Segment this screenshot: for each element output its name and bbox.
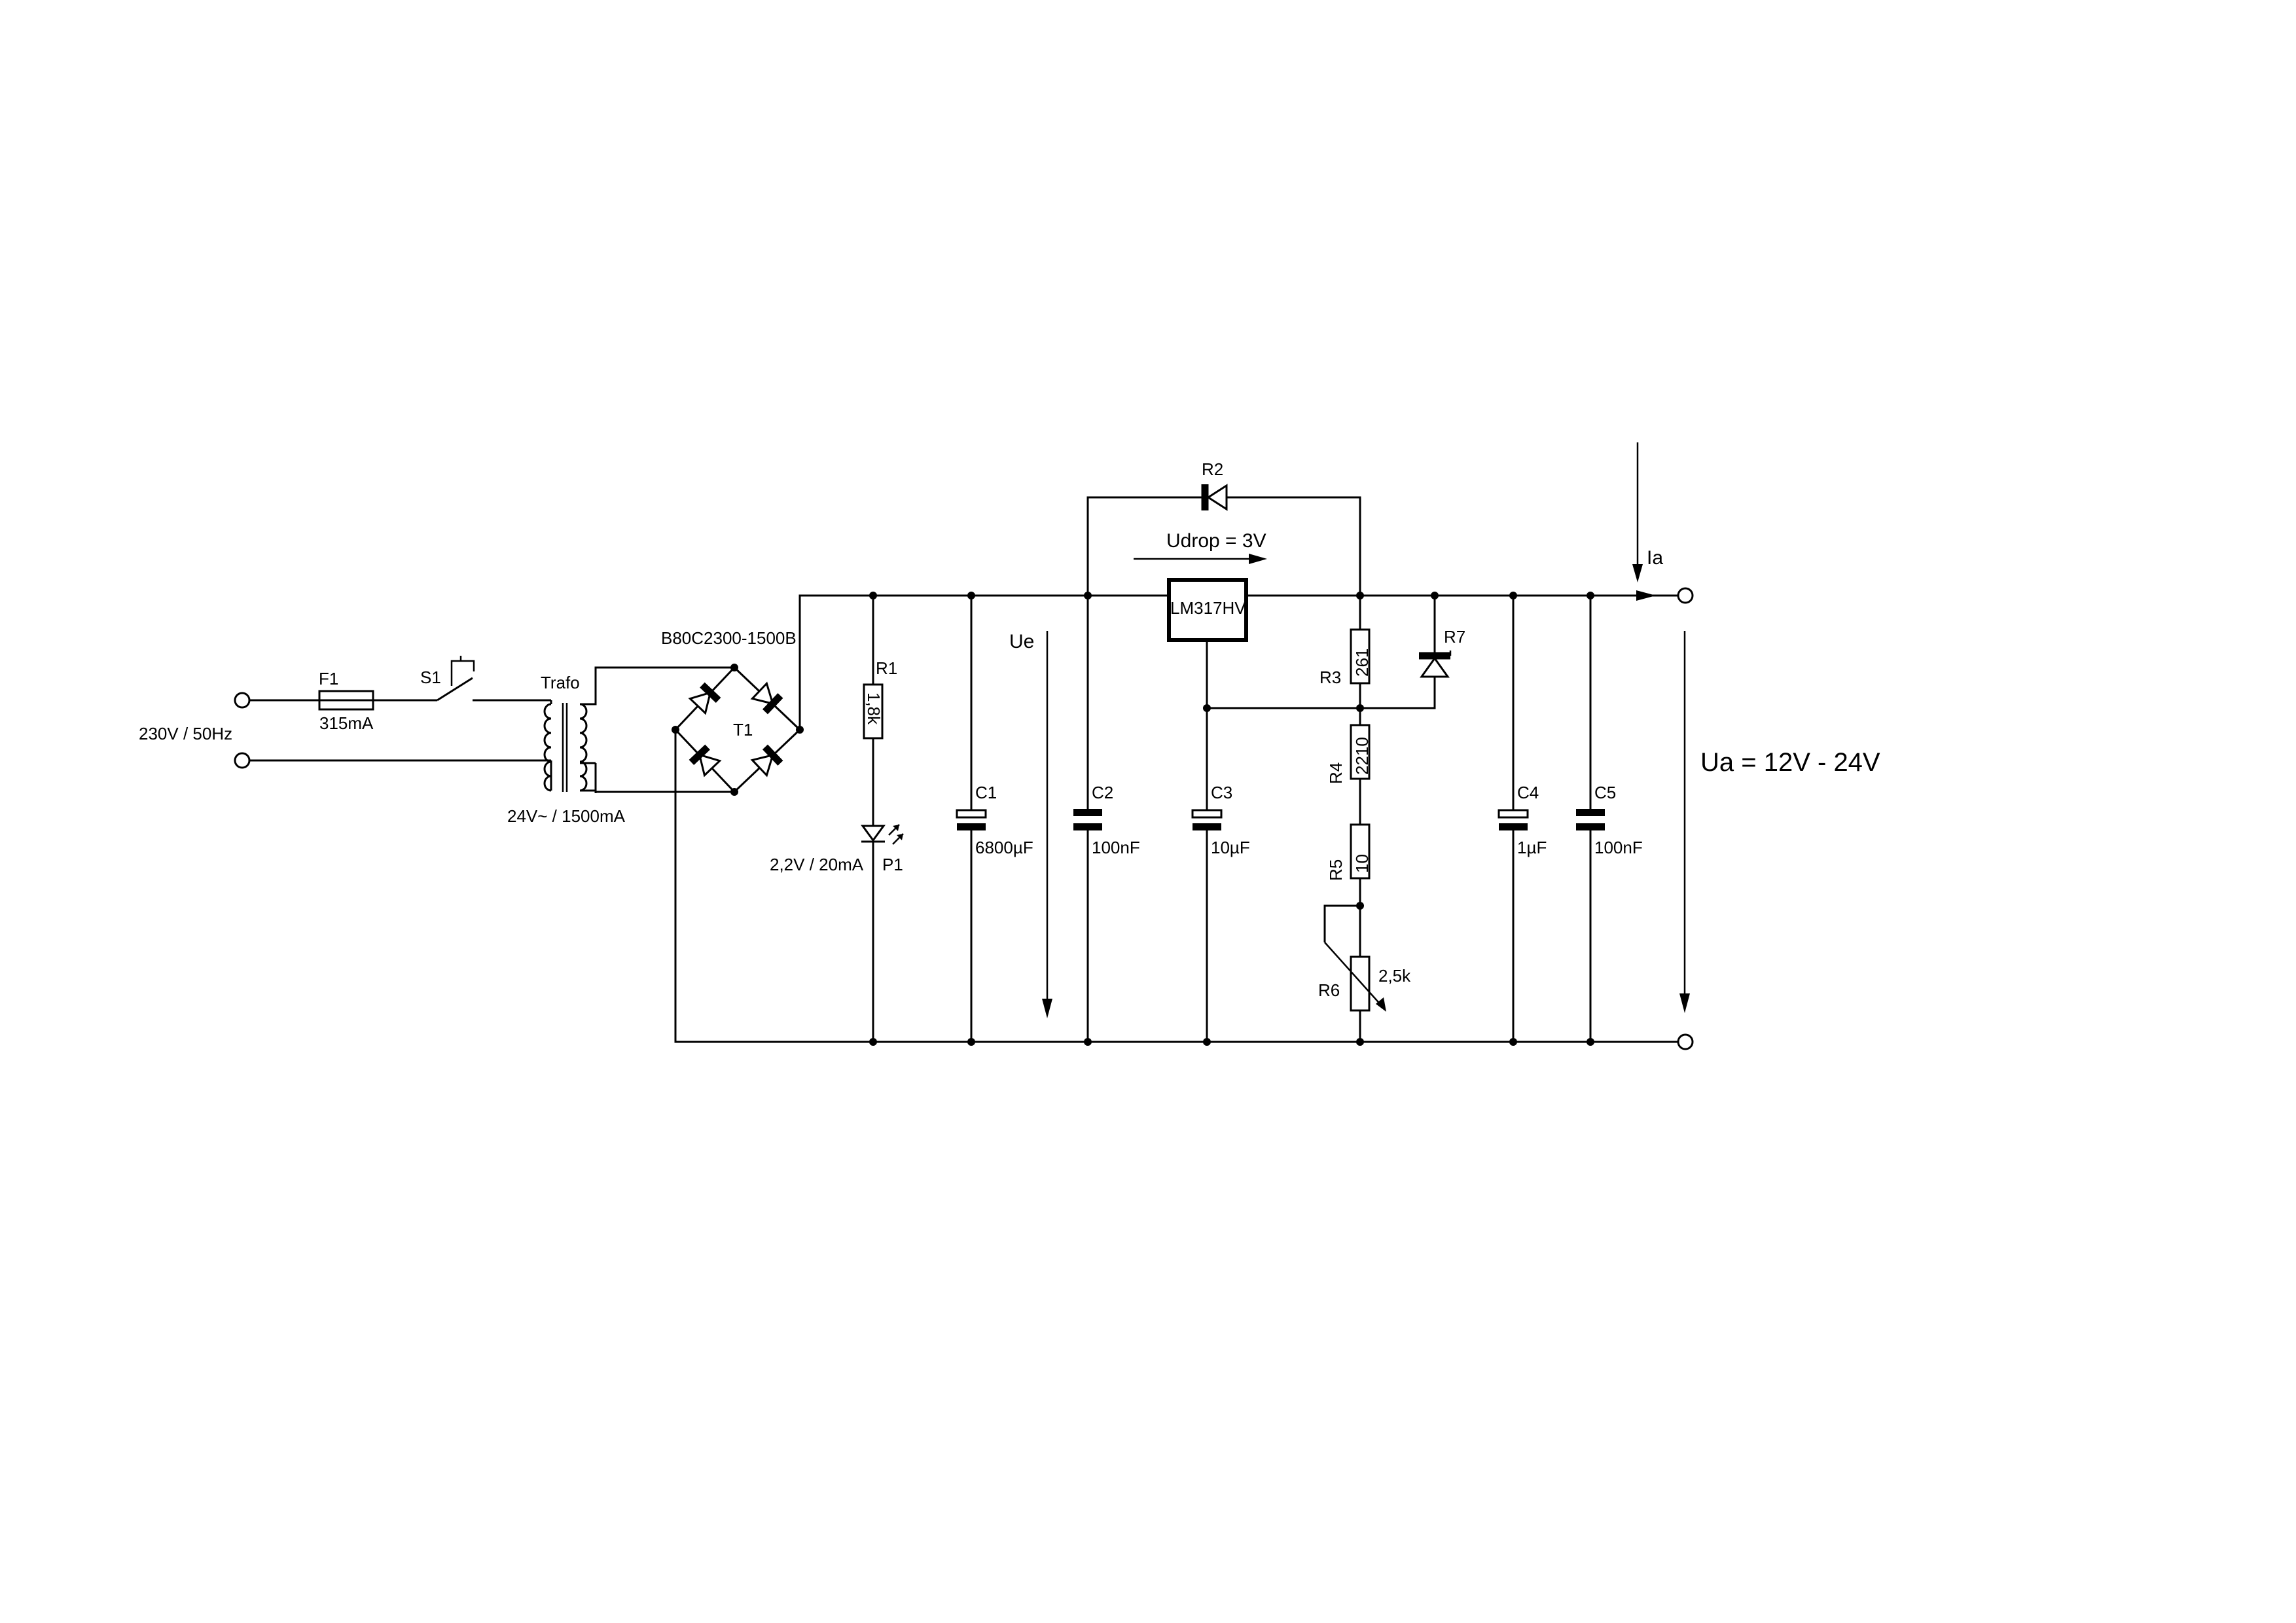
ue-arrow: Ue — [1009, 631, 1052, 1018]
input-terminal-top[interactable] — [234, 692, 251, 709]
switch-blade — [437, 677, 473, 702]
capacitor-c3[interactable]: C3 10µF — [1191, 708, 1250, 1042]
led-ref: P1 — [882, 855, 903, 874]
regulator-lm317hv[interactable]: LM317HV — [1167, 578, 1248, 708]
fuse-ref: F1 — [319, 669, 338, 688]
c5-plate-top — [1576, 809, 1605, 816]
resistor-r3[interactable]: 261 R3 — [1319, 596, 1372, 725]
r1-ref: R1 — [876, 658, 897, 678]
c2-ref: C2 — [1092, 783, 1113, 802]
bridge-rectifier-t1[interactable]: B80C2300-1500B T1 — [661, 628, 804, 796]
r7-ref: R7 — [1444, 627, 1465, 647]
switch-actuator — [450, 660, 475, 686]
input-terminal-bottom[interactable] — [234, 752, 251, 769]
r4-ref: R4 — [1326, 762, 1346, 784]
c3-value: 10µF — [1211, 838, 1250, 857]
r1-value: 1,8k — [864, 692, 884, 725]
c3-negative-plate — [1193, 823, 1221, 830]
diode-r2[interactable]: R2 — [1086, 459, 1361, 596]
switch-s1[interactable]: S1 — [420, 656, 524, 702]
resistor-r4[interactable]: 2210 R4 — [1326, 724, 1372, 825]
transformer-ref: Trafo — [541, 673, 580, 692]
regulator-label: LM317HV — [1170, 598, 1246, 618]
zener-r7[interactable]: R7 — [1419, 596, 1465, 708]
ua-arrow: Ua = 12V - 24V — [1679, 631, 1880, 1013]
udrop-label: Udrop = 3V — [1166, 530, 1266, 552]
junction-bridge-bottom — [730, 788, 738, 796]
r4-value: 2210 — [1352, 737, 1372, 775]
c5-value: 100nF — [1594, 838, 1643, 857]
r6-value: 2,5k — [1378, 966, 1411, 986]
bridge-ref: T1 — [733, 720, 753, 740]
c4-ref: C4 — [1517, 783, 1539, 802]
c1-ref: C1 — [975, 783, 997, 802]
c3-ref: C3 — [1211, 783, 1232, 802]
c2-value: 100nF — [1092, 838, 1140, 857]
fuse-f1[interactable]: F1 315mA — [318, 669, 374, 733]
ue-label: Ue — [1009, 631, 1034, 652]
potentiometer-r6[interactable]: 2,5k R6 — [1318, 902, 1411, 1042]
capacitor-c5[interactable]: C5 100nF — [1576, 596, 1643, 1042]
ground-rail — [674, 730, 1683, 1043]
c1-positive-plate — [956, 809, 987, 819]
ia-arrow: Ia — [1632, 442, 1663, 601]
c4-negative-plate — [1499, 823, 1528, 830]
led-triangle — [861, 825, 886, 842]
output-terminals — [1656, 587, 1694, 1050]
r3-ref: R3 — [1319, 668, 1341, 687]
bridge-diode-d3 — [689, 744, 722, 777]
capacitor-c1[interactable]: C1 6800µF — [956, 596, 1033, 1042]
junction-bridge-top — [730, 664, 738, 671]
c5-ref: C5 — [1594, 783, 1616, 802]
bridge-diode-d4 — [750, 744, 783, 777]
r5-ref: R5 — [1326, 859, 1346, 881]
led-value: 2,2V / 20mA — [770, 855, 864, 874]
c1-value: 6800µF — [975, 838, 1033, 857]
r6-wiper — [1324, 942, 1383, 1007]
switch-ref: S1 — [420, 668, 441, 687]
udrop-arrow: Udrop = 3V — [1134, 530, 1267, 564]
c4-positive-plate — [1498, 809, 1529, 819]
ua-label: Ua = 12V - 24V — [1700, 748, 1880, 777]
output-terminal-ground[interactable] — [1677, 1033, 1694, 1050]
bridge-diode-d2 — [750, 681, 783, 715]
led-p1[interactable]: P1 2,2V / 20mA — [770, 824, 904, 1042]
input-voltage-label: 230V / 50Hz — [139, 724, 232, 743]
r2-ref: R2 — [1202, 459, 1223, 479]
regulator-body — [1167, 578, 1248, 642]
rail-junctions — [869, 592, 1594, 1046]
c1-negative-plate — [957, 823, 986, 830]
capacitor-c4[interactable]: C4 1µF — [1498, 596, 1547, 1042]
ia-label: Ia — [1647, 547, 1663, 569]
bridge-part-number: B80C2300-1500B — [661, 628, 797, 648]
resistor-r1[interactable]: 1,8k R1 — [863, 596, 897, 826]
input-positive-rail — [798, 594, 1169, 730]
ia-rail-arrowhead — [1636, 590, 1656, 601]
c2-plate-bottom — [1073, 823, 1102, 830]
transformer-secondary: 24V~ / 1500mA — [507, 806, 626, 826]
fuse-value: 315mA — [319, 713, 374, 733]
bridge-diode-d1 — [688, 682, 721, 715]
c4-value: 1µF — [1517, 838, 1547, 857]
c3-positive-plate — [1191, 809, 1223, 819]
r5-value: 10 — [1352, 854, 1372, 873]
capacitor-c2[interactable]: C2 100nF — [1073, 596, 1140, 1042]
resistor-r5[interactable]: 10 R5 — [1326, 823, 1372, 957]
secondary-winding — [579, 703, 588, 792]
c2-plate-top — [1073, 809, 1102, 816]
c5-plate-bottom — [1576, 823, 1605, 830]
r3-value: 261 — [1352, 649, 1372, 677]
r6-ref: R6 — [1318, 980, 1340, 1000]
output-terminal-positive[interactable] — [1677, 587, 1694, 604]
